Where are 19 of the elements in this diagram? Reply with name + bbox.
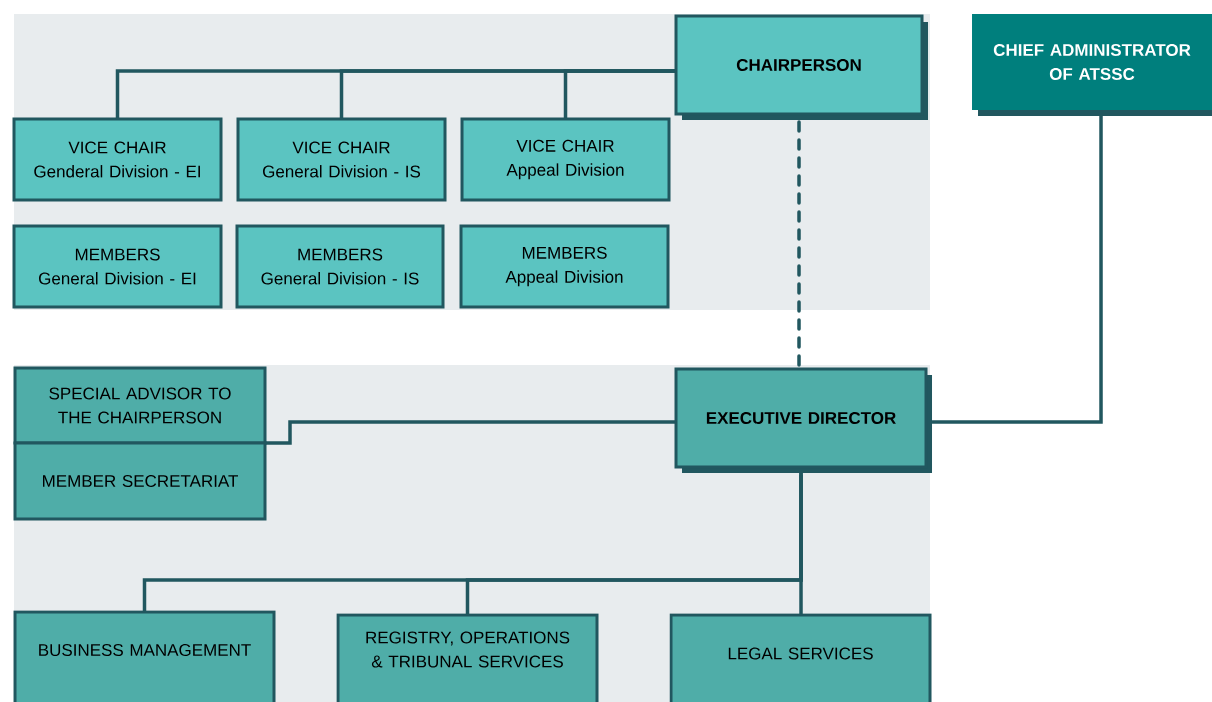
org-box: VICE CHAIR General Division - IS (236, 117, 447, 202)
org-box: VICE CHAIR Appeal Division (460, 117, 671, 202)
org-box: MEMBERS General Division - EI (12, 224, 223, 309)
org-box: MEMBERS Appeal Division (459, 224, 670, 309)
connector-line (932, 116, 1103, 424)
org-box: SPECIAL ADVISOR TO THE CHAIRPERSON (13, 366, 267, 445)
org-box: LEGAL SERVICES (669, 613, 932, 702)
org-box: MEMBERS General Division - IS (235, 224, 445, 309)
connector-line (465, 473, 803, 615)
org-box: REGISTRY, OPERATIONS & TRIBUNAL SERVICES (336, 613, 599, 702)
org-box: CHIEF ADMINISTRATOR OF ATSSC (972, 14, 1212, 116)
org-box: EXECUTIVE DIRECTOR (674, 367, 932, 473)
connector-line (799, 475, 803, 615)
org-box: CHAIRPERSON (674, 14, 928, 120)
org-box: VICE CHAIR Genderal Division - EI (12, 117, 223, 202)
org-box: BUSINESS MANAGEMENT (13, 610, 276, 702)
connector-line (265, 420, 676, 445)
org-box: MEMBER SECRETARIAT (13, 441, 267, 521)
connector-line (563, 69, 676, 119)
